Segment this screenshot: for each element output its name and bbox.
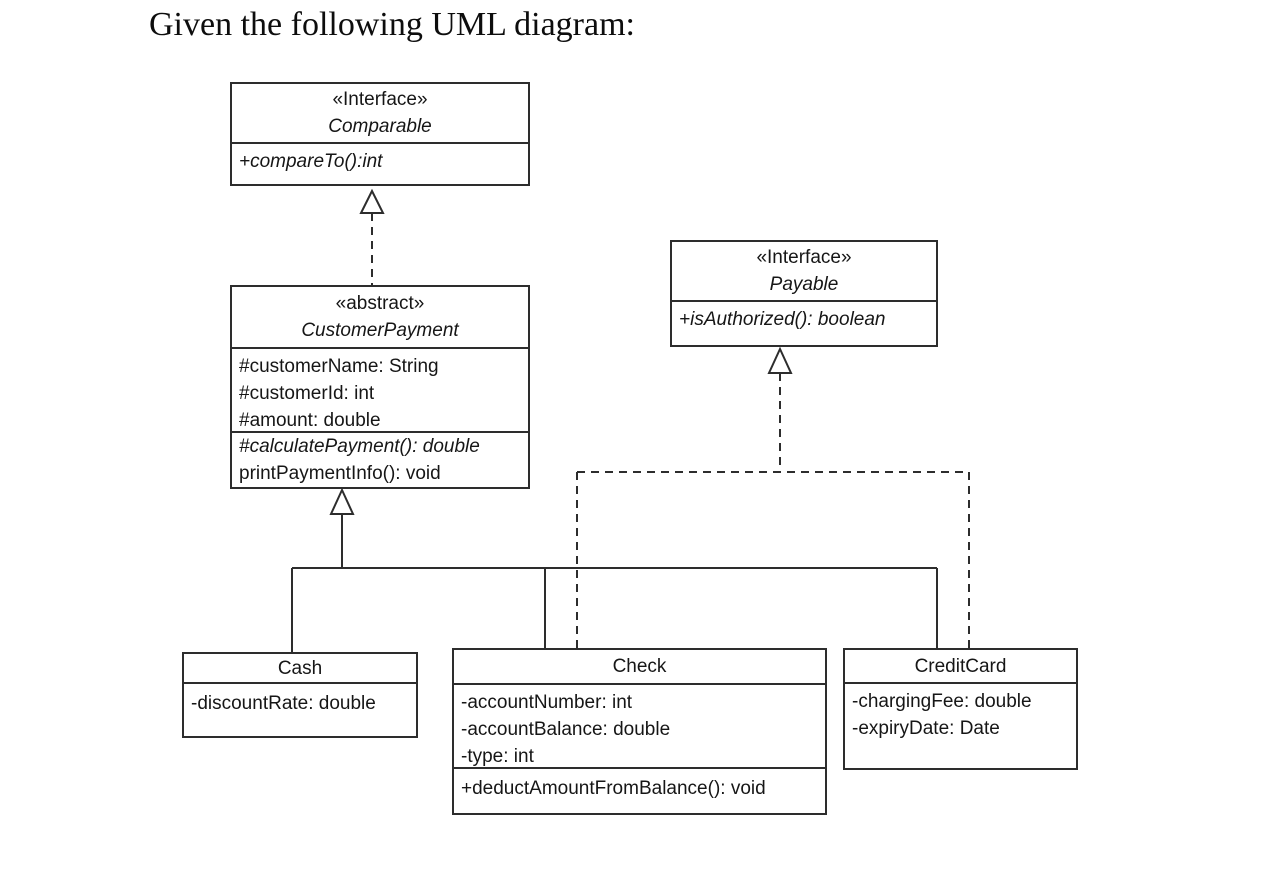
- class-box-cash: Cash -discountRate: double: [182, 652, 418, 738]
- class-header-payable: «Interface» Payable: [672, 242, 936, 300]
- hollow-triangle-arrowhead-payable: [767, 346, 793, 374]
- class-header-creditcard: CreditCard: [845, 650, 1076, 682]
- operations-compartment: +deductAmountFromBalance(): void: [454, 767, 825, 813]
- attributes-compartment: -discountRate: double: [184, 682, 416, 736]
- operations-compartment: +compareTo():int: [232, 142, 528, 175]
- attribute-label: #amount: double: [239, 410, 381, 431]
- attributes-compartment: #customerName: String #customerId: int #…: [232, 347, 528, 431]
- class-box-payable: «Interface» Payable +isAuthorized(): boo…: [670, 240, 938, 347]
- attributes-compartment: -chargingFee: double -expiryDate: Date: [845, 682, 1076, 768]
- operations-compartment: +isAuthorized(): boolean: [672, 300, 936, 333]
- stereotype-label: «abstract»: [335, 293, 425, 314]
- attribute-label: -type: int: [461, 746, 534, 767]
- attribute-label: #customerName: String: [239, 356, 439, 377]
- operation-label: +isAuthorized(): boolean: [679, 309, 886, 330]
- class-box-customer-payment: «abstract» CustomerPayment #customerName…: [230, 285, 530, 489]
- attribute-label: -discountRate: double: [191, 693, 376, 714]
- class-name-label: Cash: [277, 657, 323, 679]
- class-box-check: Check -accountNumber: int -accountBalanc…: [452, 648, 827, 815]
- class-name-label: CustomerPayment: [301, 320, 459, 341]
- class-name-label: Comparable: [328, 116, 432, 137]
- hollow-triangle-arrowhead-comparable: [359, 188, 385, 214]
- class-name-label: Payable: [769, 274, 839, 295]
- operation-label: +compareTo():int: [239, 151, 383, 172]
- class-header-comparable: «Interface» Comparable: [232, 84, 528, 142]
- attribute-label: #customerId: int: [239, 383, 375, 404]
- class-name-label: Check: [612, 656, 667, 677]
- attribute-label: -chargingFee: double: [852, 691, 1032, 712]
- attribute-label: -accountNumber: int: [461, 692, 633, 713]
- stereotype-label: «Interface»: [332, 89, 428, 110]
- attribute-label: -expiryDate: Date: [852, 718, 1000, 739]
- operation-label: printPaymentInfo(): void: [239, 463, 441, 484]
- class-box-comparable: «Interface» Comparable +compareTo():int: [230, 82, 530, 186]
- class-box-creditcard: CreditCard -chargingFee: double -expiryD…: [843, 648, 1078, 770]
- page-title: Given the following UML diagram:: [149, 6, 635, 43]
- attribute-label: -accountBalance: double: [461, 719, 671, 740]
- operations-compartment: #calculatePayment(): double printPayment…: [232, 431, 528, 487]
- operation-label: #calculatePayment(): double: [239, 436, 480, 457]
- operation-label: +deductAmountFromBalance(): void: [461, 778, 766, 799]
- hollow-triangle-arrowhead-customerpayment: [329, 487, 355, 515]
- class-header-cash: Cash: [184, 654, 416, 682]
- class-header-check: Check: [454, 650, 825, 683]
- class-header-customer-payment: «abstract» CustomerPayment: [232, 287, 528, 347]
- attributes-compartment: -accountNumber: int -accountBalance: dou…: [454, 683, 825, 767]
- class-name-label: CreditCard: [914, 655, 1007, 677]
- stereotype-label: «Interface»: [756, 247, 852, 268]
